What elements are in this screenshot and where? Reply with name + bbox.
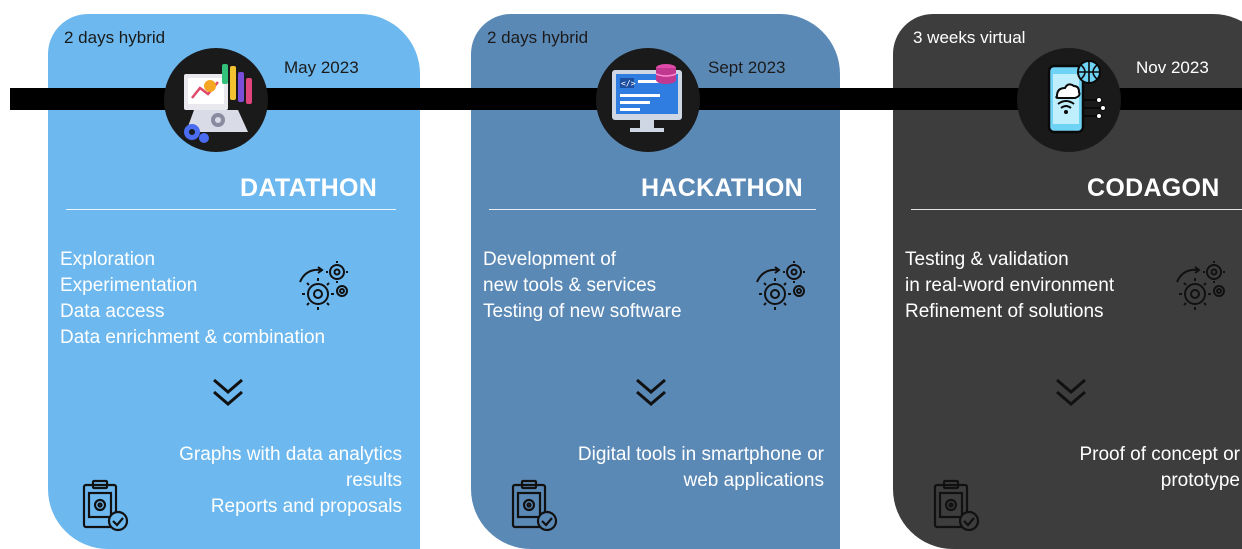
activity-list: Development of new tools & services Test… [483, 247, 682, 325]
event-date: Sept 2023 [708, 58, 786, 77]
activity-item: Data enrichment & combination [60, 327, 326, 348]
chevron-down-icon [213, 378, 243, 406]
activity-list: Exploration Experimentation Data access … [60, 247, 325, 351]
gears-icon [299, 261, 348, 310]
computer-code-icon: </> [596, 48, 700, 152]
activity-item: Testing of new software [483, 301, 682, 322]
event-format: 2 days hybrid [64, 28, 166, 47]
svg-text:</>: </> [621, 79, 636, 88]
chevron-down-icon [1056, 378, 1086, 406]
event-format: 2 days hybrid [487, 28, 589, 47]
event-date: Nov 2023 [1136, 58, 1209, 77]
outcome-item: Digital tools in smartphone or [577, 444, 824, 465]
data-analytics-icon [164, 48, 268, 152]
event-format: 3 weeks virtual [913, 28, 1026, 47]
event-title: CODAGON [1087, 174, 1220, 202]
outcome-item: Graphs with data analytics [179, 444, 402, 465]
outcome-item: Proof of concept or [1079, 444, 1240, 465]
divider [911, 209, 1242, 210]
divider [489, 209, 816, 210]
outcome-list: Digital tools in smartphone or web appli… [578, 442, 824, 494]
event-date: May 2023 [284, 58, 359, 77]
divider [66, 209, 396, 210]
gears-icon [1176, 261, 1225, 310]
smartphone-cloud-icon [1017, 48, 1121, 152]
outcome-item: results [346, 470, 402, 491]
outcome-item: prototype [1160, 470, 1240, 491]
outcome-item: web applications [683, 470, 824, 491]
event-title: HACKATHON [641, 174, 803, 202]
activity-item: Refinement of solutions [905, 301, 1104, 322]
chevron-down-icon [636, 378, 666, 406]
clipboard-check-icon [511, 479, 558, 532]
activity-item: Experimentation [60, 275, 198, 296]
activity-item: Development of [483, 249, 617, 270]
clipboard-check-icon [82, 479, 129, 532]
gears-icon [756, 261, 805, 310]
activity-item: Exploration [60, 249, 156, 270]
activity-list: Testing & validation in real-word enviro… [905, 247, 1114, 325]
outcome-item: Reports and proposals [210, 496, 402, 517]
clipboard-check-icon [933, 479, 980, 532]
outcome-list: Graphs with data analytics results Repor… [179, 442, 402, 520]
activity-item: Data access [60, 301, 165, 322]
outcome-list: Proof of concept or prototype [1079, 442, 1240, 494]
event-title: DATATHON [240, 174, 378, 202]
activity-item: new tools & services [483, 275, 657, 296]
activity-item: Testing & validation [905, 249, 1069, 270]
activity-item: in real-word environment [905, 275, 1115, 296]
